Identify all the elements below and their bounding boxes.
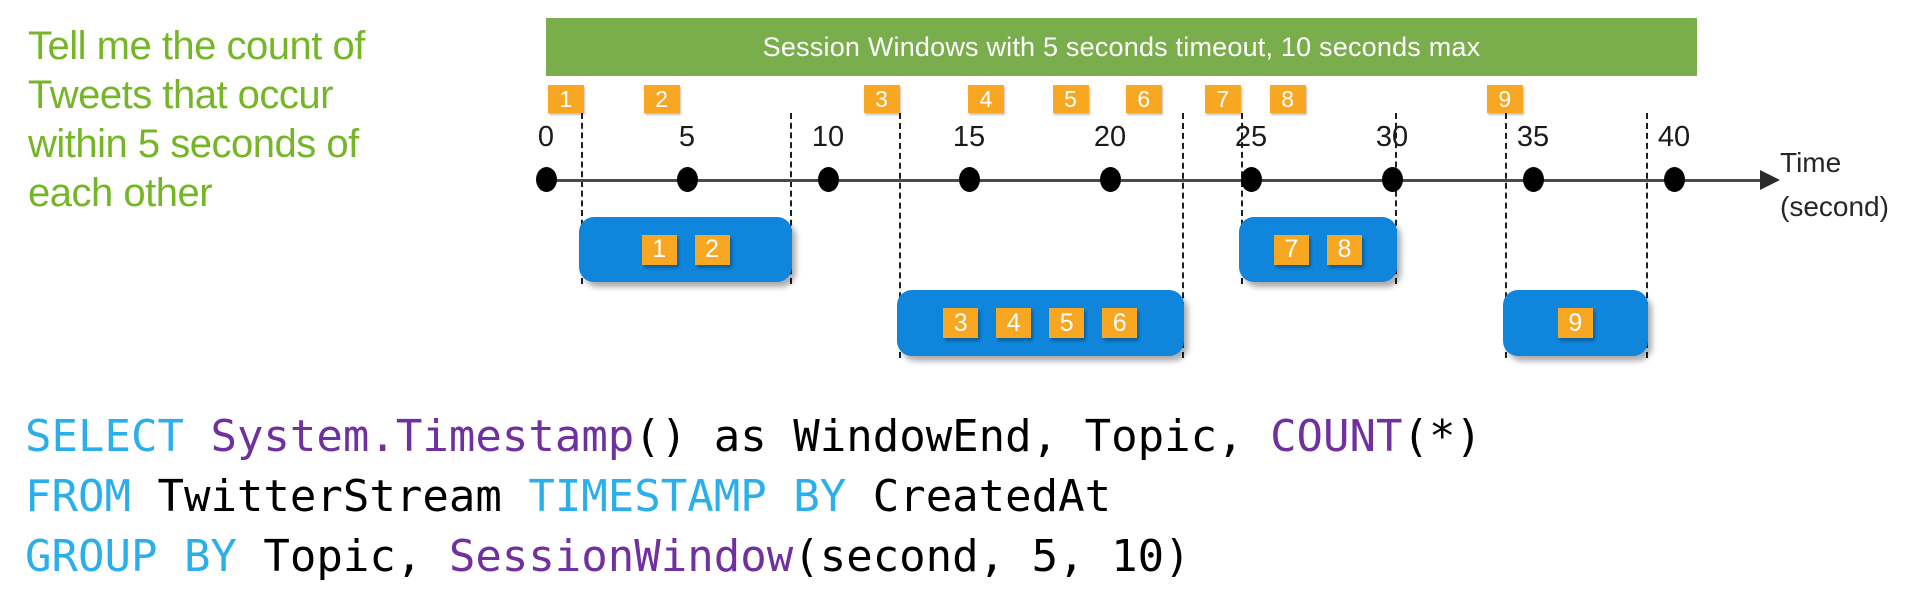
event-marker-9: 9 <box>1486 85 1523 113</box>
axis-tick-dot <box>536 167 557 192</box>
session-4-end-boundary <box>1645 113 1648 358</box>
event-marker-8: 8 <box>1269 85 1306 113</box>
sql-token-function: System.Timestamp <box>210 411 635 462</box>
session-4-start-boundary <box>1504 113 1507 358</box>
axis-tick-dot <box>1664 167 1685 192</box>
question-text: Tell me the count of Tweets that occur wit… <box>28 22 365 218</box>
sql-token-keyword: FROM <box>25 471 131 522</box>
question-line: Tweets that occur <box>28 73 333 117</box>
session-1-start-boundary <box>581 113 584 284</box>
sql-token-plain: CreatedAt <box>846 471 1112 522</box>
axis-tick-dot <box>1382 167 1403 192</box>
sql-token-plain: Topic, <box>236 531 449 582</box>
sql-token-plain <box>184 411 211 462</box>
axis-tick-label: 35 <box>1516 121 1550 153</box>
event-marker-7: 7 <box>1204 85 1241 113</box>
time-axis-arrowhead-icon <box>1760 170 1780 190</box>
axis-tick-dot <box>959 167 980 192</box>
axis-tick-label: 10 <box>811 121 845 153</box>
sql-token-plain: () as WindowEnd, Topic, <box>634 411 1271 462</box>
sql-code-line: GROUP BY Topic, SessionWindow(second, 5,… <box>25 527 1482 587</box>
axis-tick-label: 25 <box>1234 121 1268 153</box>
session-1-event-1: 1 <box>641 234 677 265</box>
sql-query: SELECT System.Timestamp() as WindowEnd, … <box>25 407 1482 587</box>
axis-tick-dot <box>818 167 839 192</box>
time-axis-line <box>546 179 1762 182</box>
sql-token-function: COUNT <box>1270 411 1403 462</box>
session-4-event-9: 9 <box>1557 308 1593 338</box>
session-2-event-4: 4 <box>996 308 1032 338</box>
axis-tick-label: 15 <box>952 121 986 153</box>
session-2-event-6: 6 <box>1102 308 1138 338</box>
axis-title: Time (second) <box>1780 141 1889 229</box>
sql-token-keyword: TIMESTAMP BY <box>528 471 847 522</box>
sql-token-plain: TwitterStream <box>130 471 529 522</box>
axis-tick-dot <box>1523 167 1544 192</box>
session-window-banner: Session Windows with 5 seconds timeout, … <box>546 18 1697 76</box>
session-1-end-boundary <box>789 113 792 284</box>
axis-title-line1: Time <box>1780 147 1842 178</box>
session-2-end-boundary <box>1181 113 1184 358</box>
question-line: each other <box>28 171 213 215</box>
sql-code-line: FROM TwitterStream TIMESTAMP BY CreatedA… <box>25 467 1482 527</box>
session-3-start-boundary <box>1241 113 1244 284</box>
axis-title-line2: (second) <box>1780 191 1889 222</box>
axis-tick-label: 20 <box>1093 121 1127 153</box>
sql-token-keyword: SELECT <box>25 411 184 462</box>
session-2-event-3: 3 <box>943 308 979 338</box>
axis-tick-label: 30 <box>1375 121 1409 153</box>
session-1-event-2: 2 <box>694 234 730 265</box>
event-marker-3: 3 <box>863 85 900 113</box>
session-3-end-boundary <box>1394 113 1397 284</box>
banner-label: Session Windows with 5 seconds timeout, … <box>762 31 1481 62</box>
axis-tick-dot <box>1241 167 1262 192</box>
session-2-event-5: 5 <box>1049 308 1085 338</box>
session-3-event-7: 7 <box>1273 234 1309 265</box>
event-marker-2: 2 <box>643 85 680 113</box>
event-marker-5: 5 <box>1052 85 1089 113</box>
session-2-start-boundary <box>898 113 901 358</box>
axis-tick-label: 40 <box>1657 121 1691 153</box>
question-line: within 5 seconds of <box>28 122 359 166</box>
event-marker-4: 4 <box>967 85 1004 113</box>
event-marker-1: 1 <box>547 85 584 113</box>
session-3-event-8: 8 <box>1326 234 1362 265</box>
sql-token-keyword: GROUP BY <box>25 531 237 582</box>
sql-code-line: SELECT System.Timestamp() as WindowEnd, … <box>25 407 1482 467</box>
session-4-window: 9 <box>1502 290 1648 356</box>
axis-tick-dot <box>1100 167 1121 192</box>
axis-tick-label: 0 <box>537 121 555 153</box>
axis-tick-dot <box>677 167 698 192</box>
sql-token-plain: (second, 5, 10) <box>793 531 1191 582</box>
axis-tick-label: 5 <box>678 121 696 153</box>
event-marker-6: 6 <box>1125 85 1162 113</box>
question-line: Tell me the count of <box>28 24 365 68</box>
sql-token-function: SessionWindow <box>448 531 794 582</box>
sql-token-plain: (*) <box>1402 411 1482 462</box>
